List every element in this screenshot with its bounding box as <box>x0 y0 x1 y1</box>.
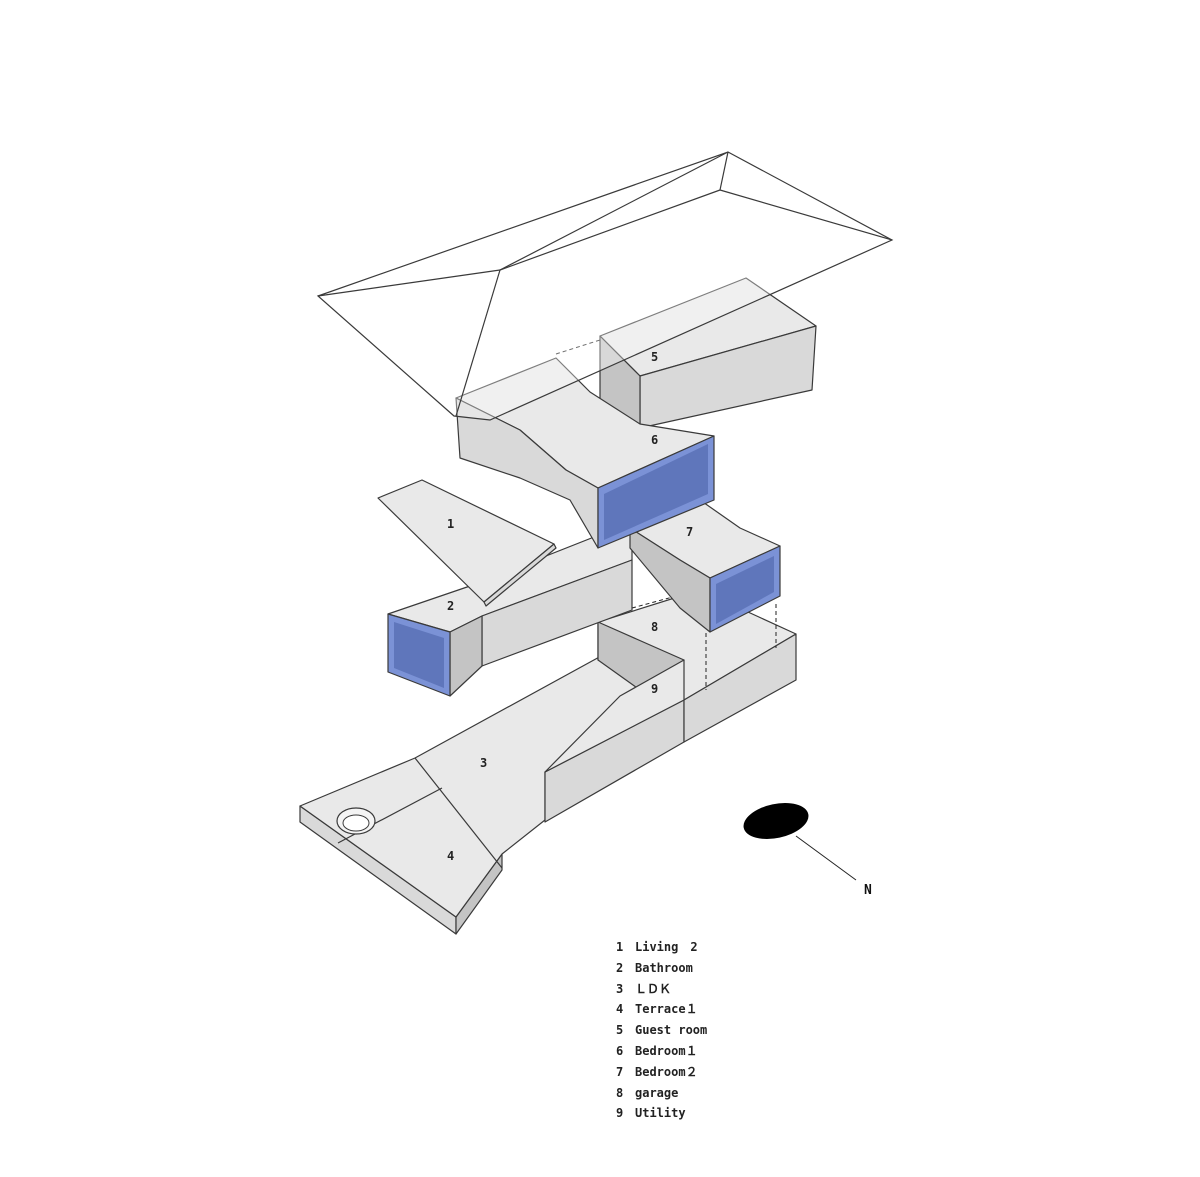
north-arrow: N <box>743 803 872 898</box>
legend-item-label: Utility <box>635 1106 686 1121</box>
legend-item-label: Living 2 <box>635 940 698 954</box>
legend-item-number: 3 <box>616 981 624 996</box>
legend-item-number: 1 <box>616 940 624 954</box>
roof-volume <box>316 151 894 421</box>
garage-utility-block <box>544 587 797 823</box>
legend-item: 7 Bedroom２ <box>616 1062 707 1083</box>
legend-item: 3 ＬＤＫ <box>616 979 707 1000</box>
north-label: N <box>864 883 872 898</box>
legend-item-number: 5 <box>616 1023 624 1038</box>
legend-item: 1 Living 2 <box>616 937 707 958</box>
legend-item-label: garage <box>635 1085 679 1100</box>
room-number-1: 1 <box>447 517 454 531</box>
legend-item: 5 Guest room <box>616 1020 707 1041</box>
legend-item: 4 Terrace１ <box>616 999 707 1020</box>
north-arrow-line <box>795 835 857 881</box>
legend-item-number: 9 <box>616 1106 624 1121</box>
legend-item: 9 Utility <box>616 1103 707 1124</box>
legend-item-label: ＬＤＫ <box>635 981 672 996</box>
room-number-8: 8 <box>651 620 658 634</box>
room-number-2: 2 <box>447 599 454 613</box>
legend-item: 2 Bathroom <box>616 958 707 979</box>
legend-item: 6 Bedroom１ <box>616 1041 707 1062</box>
room-legend: 1 Living 2 2 Bathroom 3 ＬＤＫ 4 Terrace１ 5 Guest ro… <box>616 937 707 1124</box>
legend-item-number: 8 <box>616 1085 624 1100</box>
legend-item-number: 7 <box>616 1064 624 1079</box>
living-slab <box>377 479 557 607</box>
legend-item-number: 2 <box>616 960 624 975</box>
bedroom1-volume <box>455 357 715 549</box>
ground-floor-slab <box>299 637 699 935</box>
room-number-4: 4 <box>447 849 454 863</box>
room-number-6: 6 <box>651 433 658 447</box>
legend-item-label: Bedroom１ <box>635 1043 698 1058</box>
legend-item-number: 6 <box>616 1043 624 1058</box>
room-number-7: 7 <box>686 525 693 539</box>
legend-item: 8 garage <box>616 1083 707 1104</box>
legend-item-label: Bathroom <box>635 960 693 975</box>
legend-item-number: 4 <box>616 1002 624 1017</box>
room-number-9: 9 <box>651 682 658 696</box>
legend-item-label: Terrace１ <box>635 1002 698 1017</box>
legend-item-label: Guest room <box>635 1023 708 1038</box>
legend-item-label: Bedroom２ <box>635 1064 698 1079</box>
room-number-3: 3 <box>480 756 487 770</box>
room-number-5: 5 <box>651 350 658 364</box>
north-marker-disc <box>743 803 809 839</box>
